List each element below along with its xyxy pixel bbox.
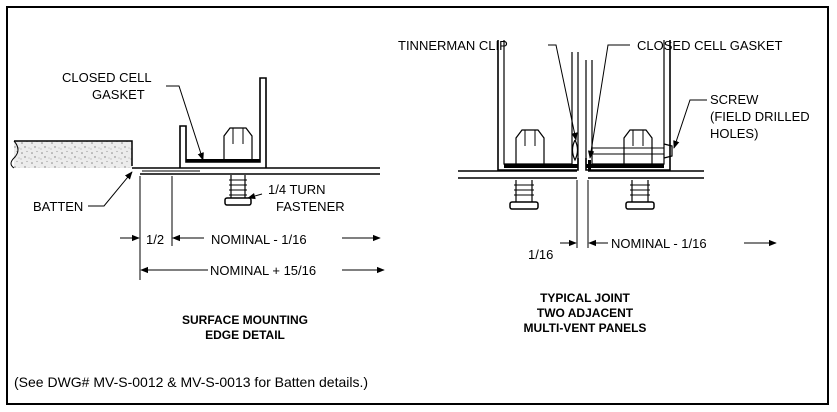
screw-head — [663, 143, 673, 159]
title-two-adjacent: TWO ADJACENT — [537, 306, 634, 320]
right-panel-inner — [592, 40, 665, 165]
dim-nominal-plus-label: NOMINAL + 15/16 — [210, 263, 316, 278]
leader-joint-gasket — [587, 44, 630, 159]
label-quarter-turn: 1/4 TURN — [268, 182, 326, 197]
panel-channel — [179, 77, 267, 168]
label-batten: BATTEN — [33, 199, 83, 214]
receptacle-left — [515, 129, 545, 164]
typical-joint-detail — [458, 40, 777, 248]
fastener-shank — [230, 175, 246, 198]
right-gasket — [586, 164, 664, 168]
tinnerman-clip — [571, 139, 579, 162]
receptacle-right — [623, 129, 653, 164]
break-line — [10, 140, 19, 169]
drawing-frame — [6, 6, 829, 405]
fastener-left-spring — [514, 184, 534, 196]
receptacle-slot — [232, 128, 244, 144]
label-closed-cell-gasket: CLOSED CELL GASKET — [637, 38, 783, 53]
dim-half-label: 1/2 — [146, 232, 164, 247]
dim-nominal-minus-label: NOMINAL - 1/16 — [211, 232, 307, 247]
title-surface-mounting: SURFACE MOUNTING — [182, 313, 308, 327]
label-fastener: FASTENER — [276, 199, 345, 214]
fastener-left-head — [509, 201, 539, 210]
dim-gap-label: 1/16 — [528, 247, 553, 262]
typical-joint-labels: TINNERMAN CLIP CLOSED CELL GASKET SCREW … — [398, 38, 810, 335]
substrate-fill — [14, 141, 132, 168]
substrate-edge — [14, 140, 133, 166]
label-screw: SCREW — [710, 92, 759, 107]
fastener-right-spring — [630, 184, 650, 196]
dim-joint-nominal-label: NOMINAL - 1/16 — [611, 236, 707, 251]
leader-screw — [673, 99, 707, 149]
left-panel-channel — [497, 40, 579, 171]
title-typical-joint: TYPICAL JOINT — [540, 291, 630, 305]
title-multi-vent-panels: MULTI-VENT PANELS — [524, 321, 647, 335]
fastener-left-shank — [515, 180, 533, 202]
label-closed-cell: CLOSED CELL — [62, 70, 152, 85]
ext-line-gap — [576, 180, 589, 248]
left-flange — [571, 52, 579, 164]
gasket-strip — [186, 159, 260, 162]
leader-batten — [88, 171, 133, 207]
left-gasket — [504, 164, 578, 168]
label-holes: HOLES) — [710, 126, 758, 141]
fastener-spring — [229, 179, 247, 196]
fastener-head — [224, 197, 252, 206]
label-field-drilled: (FIELD DRILLED — [710, 109, 810, 124]
footnote: (See DWG# MV-S-0012 & MV-S-0013 for Batt… — [14, 374, 369, 390]
surface-mounting-labels: CLOSED CELL GASKET BATTEN 1/4 TURN FASTE… — [33, 70, 345, 342]
center-gasket — [588, 160, 591, 170]
surface-mounting-detail — [10, 77, 385, 280]
title-edge-detail: EDGE DETAIL — [205, 328, 285, 342]
screw-shank — [592, 147, 664, 155]
label-tinnerman-clip: TINNERMAN CLIP — [398, 38, 508, 53]
receptacle — [223, 127, 253, 162]
fastener-right-shank — [631, 180, 649, 202]
receptacle-right-slot — [632, 130, 644, 146]
left-panel-inner — [503, 40, 572, 165]
leader-clip — [548, 44, 578, 141]
fastener-right-head — [625, 201, 655, 210]
label-gasket: GASKET — [92, 87, 145, 102]
receptacle-left-slot — [524, 130, 536, 146]
leader-fastener — [247, 192, 263, 200]
leader-gasket — [166, 85, 204, 161]
